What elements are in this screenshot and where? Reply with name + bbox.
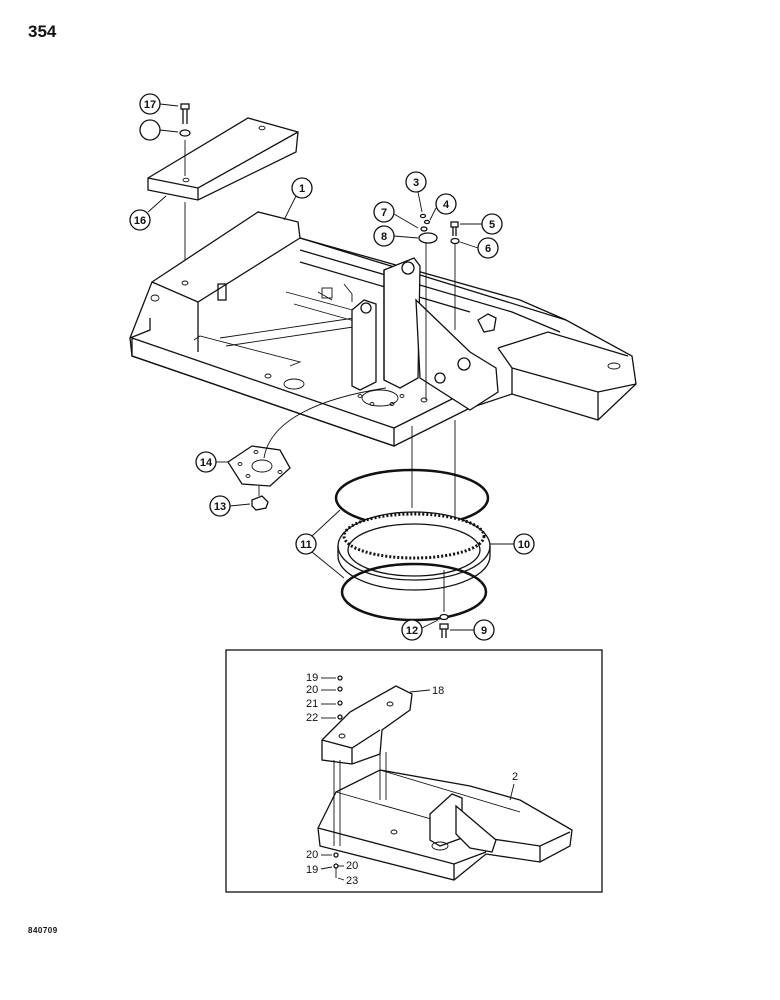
callout-3: 3	[405, 171, 427, 213]
inset-label-20-left: 20	[306, 849, 332, 861]
inset-label-21: 21	[306, 698, 336, 710]
svg-text:12: 12	[406, 625, 418, 637]
svg-text:5: 5	[489, 219, 495, 231]
inset-frame	[225, 649, 603, 893]
upper-structure-frame	[129, 211, 637, 447]
svg-text:14: 14	[200, 457, 213, 469]
svg-text:19: 19	[306, 864, 318, 876]
callout-13: 13	[209, 495, 251, 517]
callout-1: 1	[283, 177, 313, 221]
svg-text:20: 20	[306, 849, 318, 861]
svg-text:18: 18	[432, 685, 444, 697]
callout-6: 6	[459, 237, 499, 259]
svg-text:17: 17	[144, 99, 156, 111]
svg-text:22: 22	[306, 712, 318, 724]
callout-5: 5	[460, 213, 503, 235]
svg-text:8: 8	[381, 231, 387, 243]
callout-9: 10	[490, 533, 535, 555]
mounting-plate-14	[227, 387, 387, 487]
bolt-5	[450, 221, 460, 330]
callout-15: 16	[129, 195, 167, 231]
callout-14: 14	[195, 451, 228, 473]
callout-16: 17	[139, 93, 179, 115]
svg-text:3: 3	[413, 177, 419, 189]
bolt-16	[180, 103, 190, 124]
svg-text:10: 10	[518, 539, 530, 551]
svg-text:2: 2	[512, 771, 518, 783]
inset-label-22: 22	[306, 712, 336, 724]
svg-text:13: 13	[214, 501, 226, 513]
svg-text:6: 6	[485, 243, 491, 255]
svg-text:20: 20	[346, 860, 358, 872]
page-number: 354	[28, 22, 57, 41]
callout-11: 9	[450, 619, 495, 641]
inset-label-23: 23	[337, 875, 358, 887]
callout-17	[139, 119, 179, 141]
inset-label-20-top: 20	[306, 684, 336, 696]
svg-text:20: 20	[306, 684, 318, 696]
svg-text:9: 9	[481, 625, 487, 637]
callout-4: 4	[429, 193, 457, 221]
swing-bearing-9	[337, 511, 491, 591]
inset-counterweight-18	[321, 685, 413, 765]
washer-17	[179, 129, 191, 137]
svg-text:21: 21	[306, 698, 318, 710]
svg-text:16: 16	[134, 215, 146, 227]
callout-7: 7	[373, 201, 419, 229]
svg-text:4: 4	[443, 199, 450, 211]
pin-retainer-hardware	[418, 213, 438, 400]
svg-text:11: 11	[300, 539, 312, 551]
inset-label-20-right: 20	[338, 860, 358, 872]
svg-text:19: 19	[306, 672, 318, 684]
bolt-11	[439, 613, 449, 638]
inset-label-19-top: 19	[306, 672, 336, 684]
svg-text:7: 7	[381, 207, 387, 219]
bracket-13	[251, 486, 269, 511]
counterweight-plate	[147, 117, 299, 201]
inset-hardware-top	[337, 675, 343, 720]
inset-label-18: 18	[409, 685, 444, 697]
callout-10: 11	[295, 509, 345, 579]
svg-text:23: 23	[346, 875, 358, 887]
callout-8: 8	[373, 225, 419, 247]
inset-label-19-bottom: 19	[306, 864, 333, 876]
inset-label-2: 2	[509, 771, 518, 801]
callout-12: 12	[401, 619, 439, 641]
svg-text:1: 1	[299, 183, 305, 195]
figure-code: 840709	[28, 926, 58, 935]
inset-hardware-bottom	[333, 852, 339, 878]
inset-upper-structure	[317, 769, 573, 881]
